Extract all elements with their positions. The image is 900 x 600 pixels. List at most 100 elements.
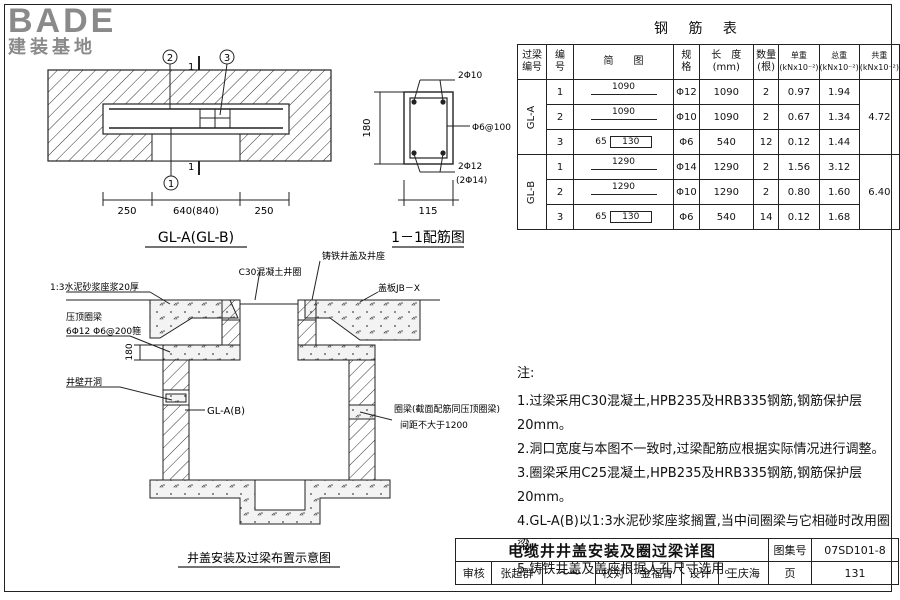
- label-beam-gl: GL-A(B): [207, 406, 245, 417]
- cell-unit: 0.80: [778, 179, 820, 205]
- page-number: 131: [811, 561, 899, 585]
- atlas-label: 图集号: [768, 538, 812, 562]
- group-name-gl-a: GL-A: [516, 79, 548, 155]
- note-item: 1.过梁采用C30混凝土,HPB235及HRB335钢筋,钢筋保护层20mm。: [517, 394, 863, 433]
- sec-label-stirrup: Φ6@100: [472, 123, 511, 133]
- cell-spec: Φ12: [673, 79, 700, 105]
- logo-subtitle: 建装基地: [8, 37, 96, 58]
- cell-length: 1090: [698, 79, 754, 105]
- sec-dim-height: 180: [362, 118, 373, 137]
- header-qty: 数量 (根): [752, 44, 780, 80]
- callout-3: 3: [224, 53, 230, 64]
- header-length: 长 度 (mm): [698, 44, 754, 80]
- cell-length: 540: [698, 204, 754, 230]
- atlas-number: 07SD101-8: [811, 538, 899, 562]
- note-item: 3.圈梁采用C25混凝土,HPB235及HRB335钢筋,钢筋保护层20mm。: [517, 466, 863, 505]
- drawing-title: 电缆井井盖安装及圈过梁详图: [455, 538, 769, 562]
- header-sum-weight: 共重 (kNx10⁻²): [858, 44, 900, 80]
- label-dim-180: 180: [125, 343, 135, 360]
- cell-sketch: 1290: [572, 179, 675, 205]
- cell-no: 2: [546, 104, 574, 130]
- label-cover-plate: 盖板JB－X: [378, 282, 420, 294]
- cell-spec: Φ10: [673, 179, 700, 205]
- cell-sketch: 1290: [572, 154, 675, 180]
- cell-spec: Φ6: [673, 129, 700, 155]
- cell-qty: 14: [752, 204, 780, 230]
- reviewer-name: 张超群: [491, 561, 543, 585]
- cell-no: 1: [546, 79, 574, 105]
- cell-length: 1290: [698, 154, 754, 180]
- cell-sum: 1.94: [818, 79, 860, 105]
- well-section-drawing: [66, 260, 440, 568]
- header-sketch: 简 图: [572, 44, 675, 80]
- cell-qty: 2: [752, 79, 780, 105]
- header-unit-weight: 单重 (kNx10⁻²): [778, 44, 820, 80]
- rebar-table: 过梁 编号 编 号 简 图 规 格 长 度 (mm) 数量 (根) 单重 (kN…: [516, 44, 900, 230]
- designer-name: 王庆海: [717, 561, 770, 585]
- brand-logo: BADE 建装基地: [8, 4, 116, 58]
- beam-plan-label: GL-A(GL-B): [158, 230, 234, 246]
- rebar-table-title: 钢 筋 表: [654, 21, 745, 37]
- label-top-ring-rebar: 6Φ12 Φ6@200箍: [66, 325, 141, 337]
- sec-label-top: 2Φ10: [458, 71, 483, 81]
- cell-sum: 1.44: [818, 129, 860, 155]
- dim-right: 250: [254, 206, 273, 217]
- note-item: 2.洞口宽度与本图不一致时,过梁配筋应根据实际情况进行调整。: [517, 442, 885, 457]
- group-total-gl-b: 6.40: [858, 154, 900, 230]
- sec-dim-width: 115: [418, 206, 437, 217]
- beam-plan-view: [47, 49, 332, 206]
- checker-name: 金福青: [631, 561, 683, 585]
- header-total-weight: 总重 (kNx10⁻²): [818, 44, 860, 80]
- header-spec: 规 格: [673, 44, 700, 80]
- cell-unit: 0.12: [778, 129, 820, 155]
- group-name-gl-b: GL-B: [516, 154, 548, 230]
- table-row: GL-A 1 1090 Φ12 1090 2 0.97 1.94 4.72: [516, 79, 900, 155]
- sec-label-bottom: 2Φ12: [458, 162, 482, 172]
- logo-brand: BADE: [8, 2, 117, 40]
- cell-unit: 0.97: [778, 79, 820, 105]
- cell-sum: 3.12: [818, 154, 860, 180]
- rebar-table-header: 过梁 编号 编 号 简 图 规 格 长 度 (mm) 数量 (根) 单重 (kN…: [516, 44, 900, 80]
- drawing-frame: [4, 4, 892, 592]
- review-label: 审核: [454, 561, 493, 585]
- cell-length: 1090: [698, 104, 754, 130]
- table-row: 2 1290 Φ10 1290 2 0.80 1.60: [518, 179, 900, 205]
- label-mortar-bed: 1:3水泥砂浆座浆20厚: [50, 281, 139, 293]
- cell-no: 2: [546, 179, 574, 205]
- header-beam-no: 过梁 编号: [516, 44, 548, 80]
- cell-qty: 2: [752, 154, 780, 180]
- callout-1: 1: [168, 179, 174, 190]
- label-ring-spacing: 间距不大于1200: [400, 419, 468, 431]
- section-mark-top: 1: [188, 62, 194, 73]
- dim-left: 250: [117, 206, 136, 217]
- cell-sum: 1.68: [818, 204, 860, 230]
- callout-2: 2: [167, 53, 173, 64]
- cell-spec: Φ10: [673, 104, 700, 130]
- reviewer-signature: ～～: [541, 561, 596, 585]
- cell-no: 3: [546, 129, 574, 155]
- design-label: 设计: [681, 561, 719, 585]
- cell-sum: 1.34: [818, 104, 860, 130]
- group-total-gl-a: 4.72: [858, 79, 900, 155]
- cell-spec: Φ6: [673, 204, 700, 230]
- cell-length: 540: [698, 129, 754, 155]
- check-label: 校对: [594, 561, 633, 585]
- notes-heading: 注:: [517, 366, 535, 381]
- label-cast-iron-cover: 铸铁井盖及井座: [322, 250, 385, 262]
- cell-qty: 2: [752, 104, 780, 130]
- cell-qty: 12: [752, 129, 780, 155]
- cell-no: 3: [546, 204, 574, 230]
- title-block: 电缆井井盖安装及圈过梁详图 图集号 07SD101-8 审核 张超群 ～～ 校对…: [454, 538, 899, 585]
- cell-length: 1290: [698, 179, 754, 205]
- label-ring-beam: 圈梁(截面配筋同压顶圈梁): [394, 403, 500, 415]
- label-concrete-ring: C30混凝土井圈: [239, 266, 302, 278]
- cell-sum: 1.60: [818, 179, 860, 205]
- cell-no: 1: [546, 154, 574, 180]
- header-no: 编 号: [546, 44, 574, 80]
- label-top-ring-beam: 压顶圈梁: [66, 311, 102, 323]
